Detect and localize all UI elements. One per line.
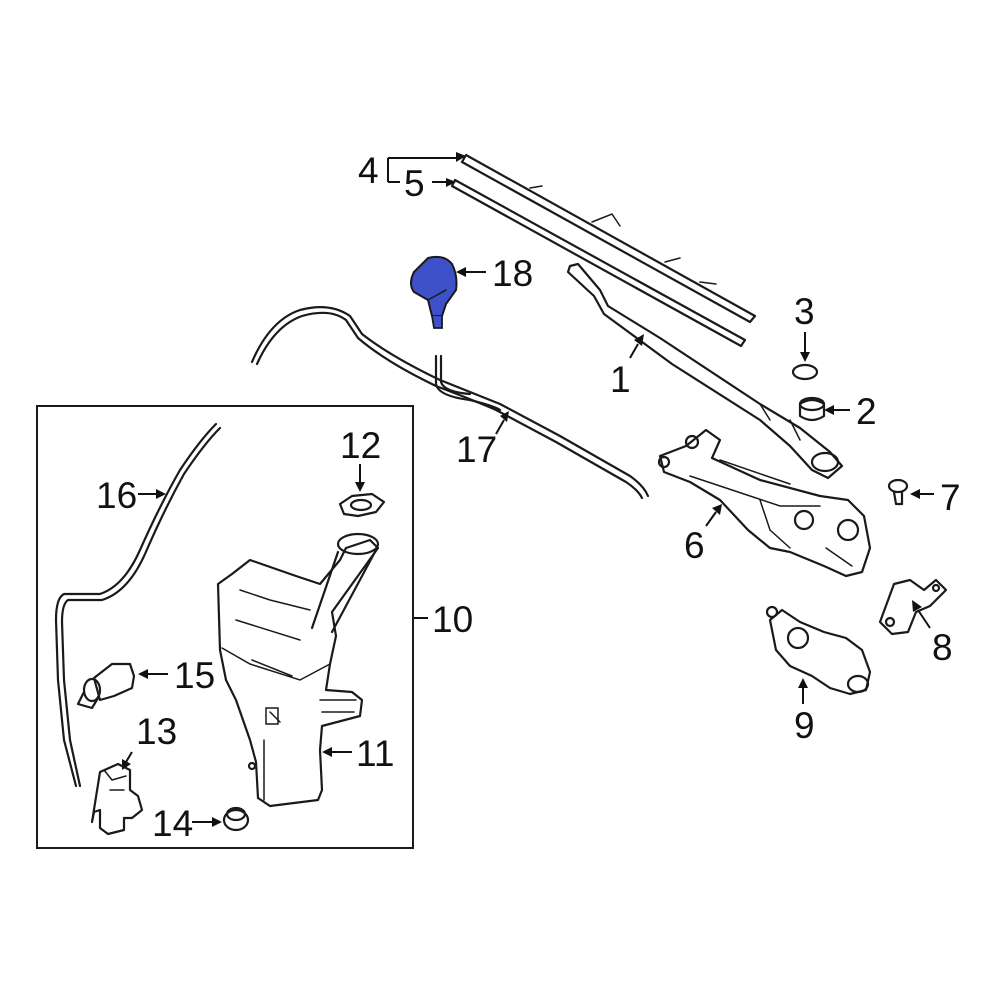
grommet-part[interactable] [222,806,250,832]
callout-5: 5 [404,163,425,204]
callout-9: 9 [794,705,815,746]
washer-hose-upper-part[interactable] [250,305,650,500]
bolt-part[interactable] [887,478,909,506]
wiper-motor-part[interactable] [765,605,872,696]
reservoir-group-box [36,405,414,849]
arm-cap-part[interactable] [798,396,826,422]
cap-seal-part[interactable] [338,492,386,518]
callout-3: 3 [794,291,815,332]
callout-14: 14 [152,803,193,844]
callout-16: 16 [96,475,137,516]
callout-8: 8 [932,627,953,668]
wiper-linkage-part[interactable] [657,428,872,578]
callout-2: 2 [856,391,877,432]
callout-1: 1 [610,359,631,400]
callout-labels: 4 5 18 1 3 2 7 6 8 9 10 11 12 13 14 15 1… [96,150,961,844]
callout-13: 13 [136,711,177,752]
reservoir-hose-part[interactable] [54,422,222,788]
washer-reservoir-part[interactable] [216,532,380,808]
pump-connector-part[interactable] [76,662,136,710]
o-ring-part[interactable] [791,363,819,381]
washer-pump-part[interactable] [90,762,144,836]
callout-18: 18 [492,253,533,294]
callout-leaders [122,152,934,827]
callout-4: 4 [358,150,379,191]
callout-17: 17 [456,429,497,470]
callout-10: 10 [432,599,473,640]
washer-nozzle-part[interactable] [410,255,458,329]
callout-12: 12 [340,425,381,466]
washer-nozzle-highlight [410,255,458,317]
callout-6: 6 [684,525,705,566]
bracket-part[interactable] [878,578,948,636]
callout-7: 7 [940,477,961,518]
wiper-blade-part[interactable] [450,153,757,348]
callout-15: 15 [174,655,215,696]
callout-11: 11 [356,733,394,774]
wiper-arm-part[interactable] [566,262,844,480]
